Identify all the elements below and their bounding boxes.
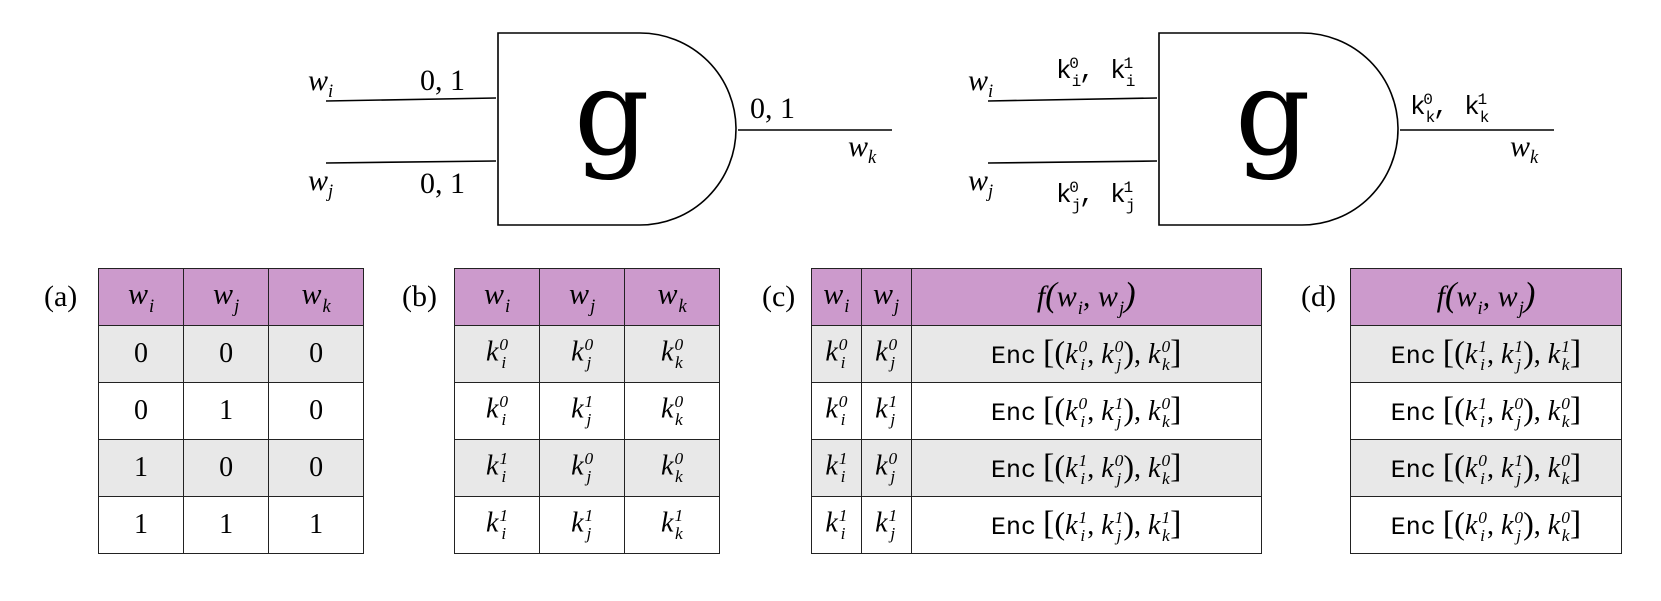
table-cell: 1 — [97, 496, 185, 554]
gate-plain-input-top-label: wi — [308, 64, 334, 102]
table-header-cell: w i — [811, 268, 862, 326]
gate-plain-symbol: g — [574, 44, 650, 182]
gate-plain-input-bottom-wire — [325, 160, 497, 164]
gate-plain-input-top-wire — [325, 97, 497, 102]
table-cell: 1 — [183, 382, 270, 440]
gate-garbled-body — [1158, 32, 1399, 226]
gate-plain-output-label: wk — [848, 130, 877, 168]
gate-plain-value-bottom: 0, 1 — [420, 167, 465, 200]
table-header-row: f(w i, w j) — [1350, 268, 1622, 326]
table-cell: 1 — [183, 496, 270, 554]
table-cell: 1 — [268, 496, 364, 554]
table-header-cell: w j — [860, 268, 912, 326]
gate-garbled-input-top-wire — [987, 97, 1158, 102]
table-cell: 1 — [97, 439, 185, 497]
panel-label-b: (b) — [402, 280, 437, 313]
table-cell: 0 — [183, 439, 270, 497]
gate-plain-value-out: 0, 1 — [750, 92, 795, 125]
table-header-cell: w j — [539, 268, 626, 326]
table-cell: 0 — [268, 382, 364, 440]
table-header-cell: w i — [97, 268, 185, 326]
panel-label-c: (c) — [762, 280, 796, 313]
gate-garbled-symbol: g — [1235, 44, 1311, 182]
table-header-cell: w i — [453, 268, 541, 326]
gate-garbled-input-top-label: wi — [968, 64, 994, 102]
gate-garbled-input-bottom-label: wj — [968, 164, 994, 202]
panel-label-a: (a) — [44, 280, 78, 313]
gate-plain-body — [497, 32, 737, 226]
table-cell: 0 — [268, 325, 364, 383]
table-header-cell: w k — [268, 268, 364, 326]
table-cell: 0 — [268, 439, 364, 497]
table-cell: 0 — [97, 325, 185, 383]
table-cell: 0 — [97, 382, 185, 440]
gate-garbled-keys-out: kk0, kk1 — [1410, 91, 1490, 127]
table-cell: 0 — [183, 325, 270, 383]
table-header-cell: w k — [624, 268, 720, 326]
gate-plain-input-bottom-label: wj — [308, 164, 334, 202]
table-header-cell: w j — [183, 268, 270, 326]
panel-label-d: (d) — [1301, 280, 1336, 313]
gate-garbled-keys-bottom: kj0, kj1 — [1056, 179, 1136, 215]
gate-garbled-input-bottom-wire — [987, 160, 1158, 164]
table-header-cell: f(w i, w j) — [1350, 268, 1622, 326]
gate-garbled-keys-top: ki0, ki1 — [1056, 55, 1136, 91]
gate-garbled-output-label: wk — [1510, 130, 1539, 168]
table-header-cell: f(w i, w j) — [910, 268, 1262, 326]
gate-plain-value-top: 0, 1 — [420, 64, 465, 97]
